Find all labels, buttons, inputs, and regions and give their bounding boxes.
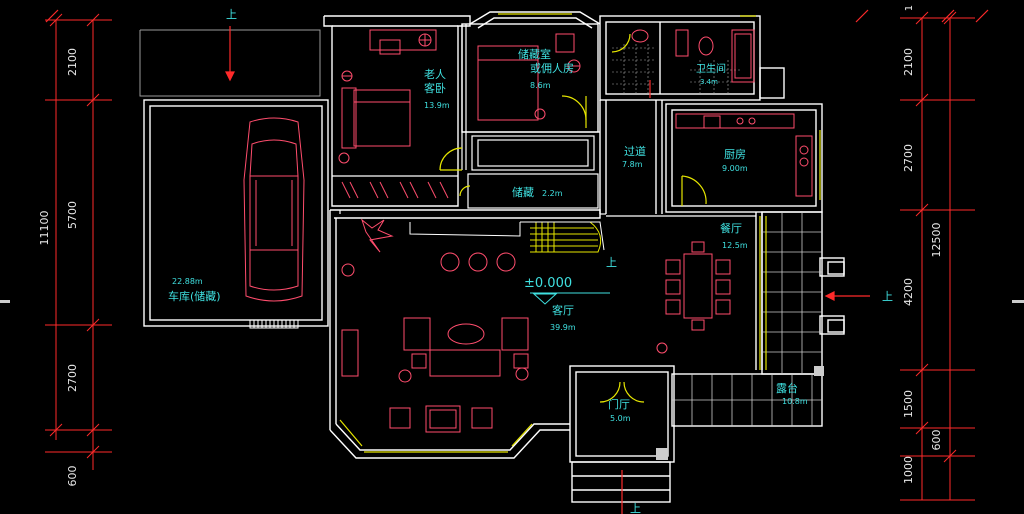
svg-text:3.4m: 3.4m (700, 78, 718, 86)
svg-text:客卧: 客卧 (424, 81, 446, 95)
svg-text:8.6m: 8.6m (530, 81, 551, 90)
interior-walls (332, 24, 756, 217)
staircase (530, 221, 602, 253)
car-symbol (243, 117, 305, 302)
right-dimension-3: 4200 (902, 278, 915, 306)
room-label-kitchen: 厨房 9.00m (722, 148, 748, 173)
svg-text:老人: 老人 (424, 68, 446, 81)
svg-text:12.5m: 12.5m (722, 241, 748, 250)
right-dimension-2: 2700 (902, 144, 915, 172)
patio-tile-grid (672, 212, 822, 426)
top-tick-marks (45, 9, 989, 23)
room-label-terrace: 露台 10.8m (776, 381, 808, 406)
right-total-dimension: 12500 (930, 223, 943, 258)
left-dimension-2: 5700 (66, 201, 79, 229)
level-marker: ±0.000 (524, 276, 610, 305)
left-dimension-4: 600 (66, 466, 79, 487)
right-dimension-5: 1000 (902, 456, 915, 484)
edge-markers (0, 300, 1024, 460)
svg-text:车库(储藏): 车库(储藏) (168, 289, 221, 303)
right-extra-dimension: 600 (930, 430, 943, 451)
up-label-stairs: 上 (606, 256, 617, 269)
up-label-right: 上 (882, 290, 893, 303)
room-label-storage-guest: 储藏室 或佣人房 8.6m (518, 47, 574, 90)
right-dimension-chain (900, 11, 975, 501)
left-total-dimension: 11100 (38, 211, 51, 246)
svg-text:13.9m: 13.9m (424, 101, 450, 110)
right-dimension-4: 1500 (902, 390, 915, 418)
room-label-bathroom: 卫生间 3.4m (696, 62, 726, 86)
svg-text:10.8m: 10.8m (782, 397, 808, 406)
svg-text:储藏: 储藏 (512, 185, 534, 199)
room-label-corridor: 过道 7.8m (622, 144, 646, 169)
room-label-living: 客厅 39.9m (550, 303, 576, 332)
furniture (243, 29, 813, 433)
up-label-bottom: 上 (630, 502, 641, 514)
room-label-storage: 储藏 2.2m (512, 185, 563, 199)
windows (339, 13, 821, 453)
svg-text:卫生间: 卫生间 (696, 62, 726, 75)
left-dimension-3: 2700 (66, 364, 79, 392)
svg-text:储藏室: 储藏室 (518, 47, 551, 61)
staircase-outline (409, 221, 605, 251)
svg-text:2.2m: 2.2m (542, 189, 563, 198)
svg-text:39.9m: 39.9m (550, 323, 576, 332)
door-swings (439, 33, 707, 403)
room-label-elder-bedroom: 老人 客卧 13.9m (424, 68, 450, 110)
left-dimension-chain (45, 13, 112, 470)
svg-text:±0.000: ±0.000 (524, 276, 572, 291)
site-outline (139, 29, 321, 97)
svg-text:9.00m: 9.00m (722, 164, 748, 173)
exterior-walls (143, 11, 845, 503)
room-label-foyer: 门厅 5.0m (608, 397, 631, 423)
up-arrows (225, 26, 870, 514)
svg-text:厨房: 厨房 (724, 148, 746, 161)
svg-text:餐厅: 餐厅 (720, 221, 742, 235)
right-dimension-1: 2100 (902, 48, 915, 76)
svg-text:或佣人房: 或佣人房 (530, 62, 574, 75)
svg-text:客厅: 客厅 (552, 303, 574, 317)
room-label-dining: 餐厅 12.5m (720, 221, 748, 250)
svg-text:7.8m: 7.8m (622, 160, 643, 169)
svg-text:过道: 过道 (624, 144, 646, 158)
svg-text:门厅: 门厅 (608, 397, 630, 411)
garage-door (249, 319, 299, 329)
svg-text:22.88m: 22.88m (172, 277, 203, 286)
up-label-top: 上 (226, 8, 237, 21)
room-label-garage: 22.88m 车库(储藏) (168, 277, 221, 303)
svg-text:5.0m: 5.0m (610, 414, 631, 423)
left-dimension-1: 2100 (66, 48, 79, 76)
svg-text:露台: 露台 (776, 381, 798, 395)
top-edge-dimension: 1 (904, 5, 915, 11)
